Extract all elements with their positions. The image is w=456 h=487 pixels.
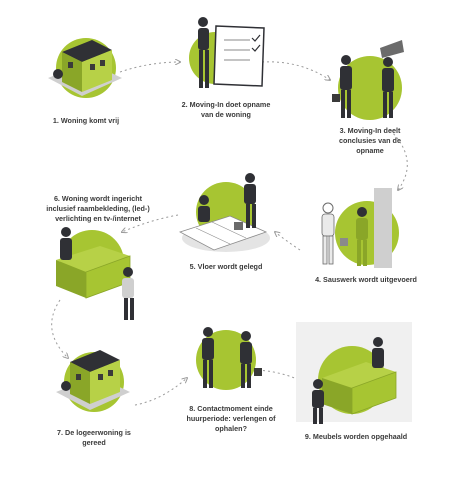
step-1-caption: 1. Woning komt vrij [52, 116, 120, 125]
step-7-caption: 7. De logeerwoning is gereed [57, 428, 131, 447]
arrow-3-4 [389, 129, 408, 190]
arrow-2-3 [261, 61, 330, 80]
step-2-caption: 2. Moving-In doet opname van de woning [181, 100, 271, 119]
arrow-6-7 [51, 299, 68, 358]
step-9-caption: 9. Meubels worden opgehaald [304, 432, 408, 441]
arrow-8-9 [257, 369, 308, 384]
step-6-caption: 6. Woning wordt ingericht inclusief raam… [46, 194, 150, 223]
arrow-1-2 [119, 62, 180, 73]
step-8-caption: 8. Contactmoment einde huurperiode: verl… [186, 404, 276, 433]
step-3-caption: 3. Moving-In deelt conclusies van de opn… [339, 126, 401, 155]
arrow-4-5 [275, 232, 301, 251]
arrow-7-8 [134, 378, 187, 406]
step-5-caption: 5. Vloer wordt gelegd [189, 262, 263, 271]
step-4-caption: 4. Sauswerk wordt uitgevoerd [315, 275, 417, 284]
